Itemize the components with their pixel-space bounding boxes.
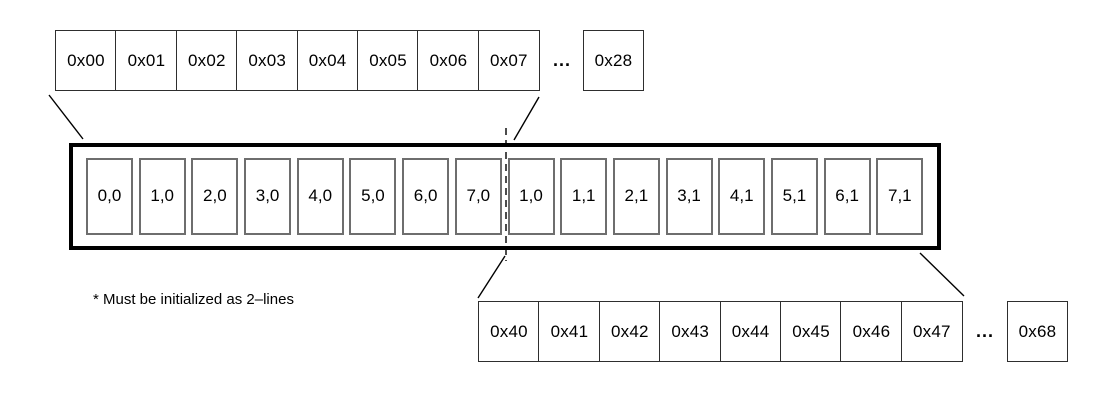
address-cell: 0x45 [780, 301, 843, 362]
address-cell: 0x41 [538, 301, 601, 362]
connector-bottom-right-line [919, 252, 965, 297]
address-cell: 0x07 [477, 30, 540, 91]
word-cell: 4,1 [718, 157, 766, 235]
connector-top-right-line [513, 96, 540, 141]
connector-bottom-left-line [477, 255, 506, 299]
word-cell: 5,0 [349, 157, 397, 235]
address-cell: 0x47 [900, 301, 963, 362]
address-cell: 0x46 [840, 301, 903, 362]
address-cell: 0x05 [357, 30, 420, 91]
address-cell: 0x00 [55, 30, 117, 91]
word-cell: 6,0 [402, 157, 450, 235]
address-cell-tail-top: 0x28 [583, 30, 644, 91]
address-cell: 0x42 [598, 301, 661, 362]
word-cell: 1,0 [507, 157, 555, 235]
address-row-top: 0x00 0x01 0x02 0x03 0x04 0x05 0x06 0x07 [55, 30, 540, 91]
address-cell: 0x02 [175, 30, 238, 91]
address-cell: 0x06 [417, 30, 480, 91]
word-cell: 0,0 [86, 157, 133, 235]
word-cell: 7,1 [876, 157, 924, 235]
ellipsis-bottom: ... [975, 320, 994, 341]
address-row-bottom: 0x40 0x41 0x42 0x43 0x44 0x45 0x46 0x47 [478, 301, 963, 362]
word-cell: 7,0 [454, 157, 502, 235]
word-cell: 3,0 [244, 157, 292, 235]
address-cell: 0x40 [478, 301, 540, 362]
connector-top-left-line [48, 94, 84, 140]
word-cell: 4,0 [296, 157, 344, 235]
word-cell: 2,1 [612, 157, 660, 235]
address-cell: 0x44 [719, 301, 782, 362]
word-cell: 6,1 [823, 157, 871, 235]
word-cell: 3,1 [665, 157, 713, 235]
address-cell: 0x43 [659, 301, 722, 362]
cache-line-container: 0,0 1,0 2,0 3,0 4,0 5,0 6,0 7,0 1,0 1,1 … [69, 143, 941, 250]
address-cell-tail-bottom: 0x68 [1007, 301, 1068, 362]
ellipsis-top: ... [552, 49, 571, 70]
word-cell: 5,1 [770, 157, 818, 235]
footnote: * Must be initialized as 2–lines [93, 291, 294, 308]
word-cell: 2,0 [191, 157, 239, 235]
word-cell: 1,0 [138, 157, 186, 235]
address-cell: 0x01 [115, 30, 178, 91]
address-cell: 0x03 [236, 30, 299, 91]
address-cell: 0x04 [296, 30, 359, 91]
word-cell: 1,1 [560, 157, 608, 235]
